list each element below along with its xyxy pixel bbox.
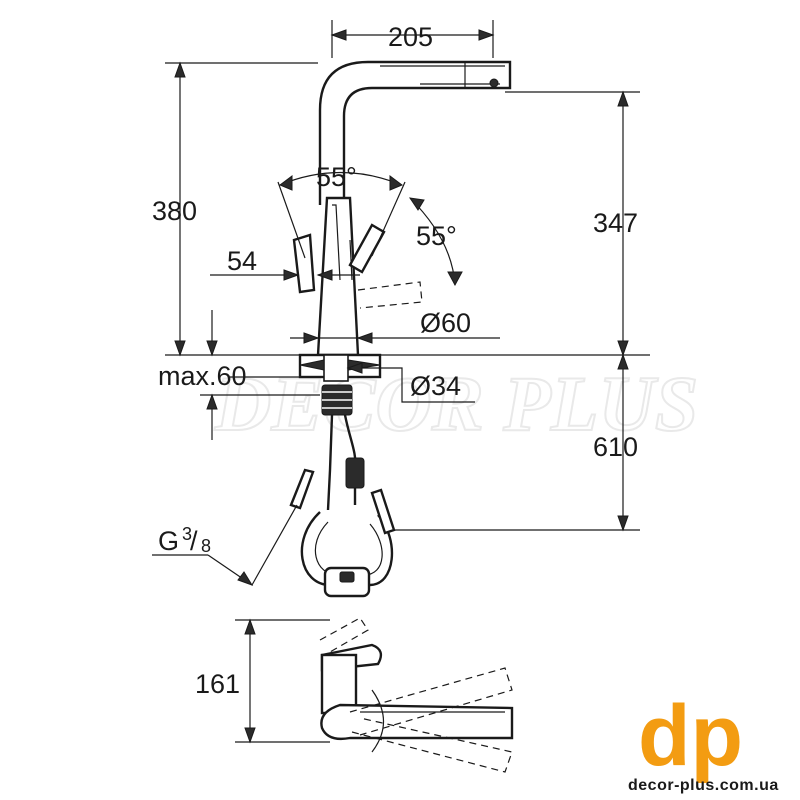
supply-pipe-left — [289, 468, 315, 510]
dimension-lines — [165, 20, 640, 744]
arrow-icon — [389, 175, 403, 191]
arrow-icon — [206, 340, 218, 357]
lever-alt-position — [357, 281, 423, 309]
supply-pipe-right — [370, 488, 396, 535]
faucet-elevation — [152, 60, 650, 598]
arrow-icon — [478, 29, 495, 41]
plan-swivel-arc — [371, 689, 384, 753]
lever-left-position — [292, 233, 316, 294]
arrow-icon — [330, 29, 347, 41]
arrow-icon — [316, 269, 333, 281]
dim-label-161: 161 — [195, 669, 240, 699]
dim-label-g-thread-num: 3 — [182, 524, 192, 544]
plan-spout — [320, 703, 514, 741]
plan-spout-alt-up — [349, 667, 513, 736]
angle-ref-line-left — [277, 181, 306, 259]
fraction-slash: / — [190, 526, 198, 556]
leader-34 — [348, 367, 475, 403]
arrow-icon — [283, 269, 300, 281]
dim-label-angle-top: 55° — [316, 162, 357, 192]
g-thread-leader — [251, 504, 298, 586]
lever-joint-line — [349, 239, 353, 281]
lever-handle — [348, 223, 386, 274]
plan-lever-alt — [319, 617, 369, 653]
dim-label-max60: max.60 — [158, 361, 247, 391]
dim-label-34: Ø34 — [410, 371, 461, 401]
dim-label-angle-side: 55° — [416, 221, 457, 251]
arrow-icon — [244, 618, 256, 635]
arrow-icon — [237, 571, 254, 586]
hose-connector — [345, 457, 365, 489]
weight-clip — [339, 571, 355, 583]
decor-plus-logo-mark: dp — [638, 688, 743, 784]
arrow-icon — [617, 515, 629, 532]
arrow-icon — [299, 359, 325, 371]
dim-label-380: 380 — [152, 196, 197, 226]
arrow-icon — [617, 340, 629, 357]
arrow-icon — [617, 90, 629, 107]
dim-label-205: 205 — [388, 22, 433, 52]
hose-line — [326, 414, 334, 511]
aerator-icon — [489, 78, 499, 88]
body-highlight — [332, 204, 341, 281]
arrow-icon — [206, 393, 218, 410]
dim-label-60: Ø60 — [420, 308, 471, 338]
arrow-icon — [408, 197, 425, 211]
arrow-icon — [447, 271, 463, 287]
angle-ref-line-right — [371, 181, 406, 257]
watermark-text: DECOR PLUS — [214, 360, 698, 447]
arrow-icon — [279, 175, 293, 191]
faucet-plan-view — [319, 617, 514, 773]
arrow-icon — [174, 340, 186, 357]
arrow-icon — [174, 61, 186, 78]
dim-label-54: 54 — [227, 246, 257, 276]
mounting-hole — [323, 354, 349, 382]
dim-label-g-thread-den: 8 — [201, 536, 211, 556]
plan-spout-alt-down — [351, 717, 513, 773]
spout-outline — [318, 60, 512, 205]
angle-arc-top — [279, 171, 403, 186]
dim-label-610: 610 — [593, 432, 638, 462]
arrow-icon — [303, 332, 320, 344]
arrow-icon — [346, 362, 363, 374]
arrow-icon — [356, 332, 373, 344]
arrow-icon — [244, 727, 256, 744]
dim-label-347: 347 — [593, 208, 638, 238]
decor-plus-logo-url: decor-plus.com.ua — [628, 777, 779, 794]
arrow-icon — [617, 353, 629, 370]
dim-label-g-thread: G — [158, 526, 179, 556]
